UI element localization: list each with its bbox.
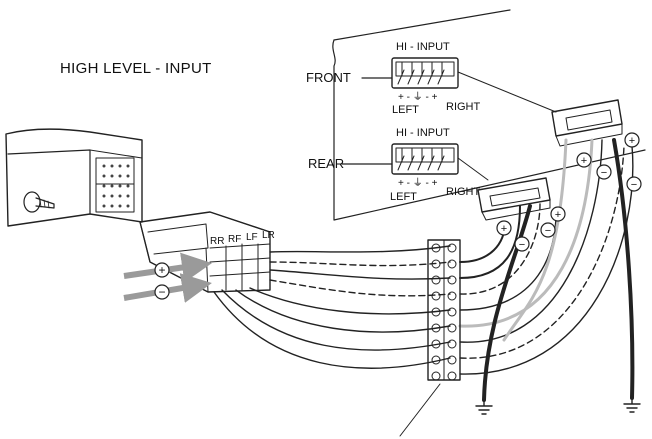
svg-text:−: − — [631, 179, 637, 191]
rear-left-label: LEFT — [390, 191, 417, 203]
svg-text:−: − — [601, 167, 607, 179]
amplifier-panel-outline — [332, 9, 646, 221]
front-hi-input-connector: HI - INPUT FRONT + - ⏚ - + LEFT RIGHT — [306, 41, 481, 116]
svg-text:−: − — [519, 239, 525, 251]
screw-icon — [23, 191, 55, 213]
ground-icon — [475, 399, 493, 415]
rear-connector-title: HI - INPUT — [396, 127, 450, 139]
plug-channel-lr: LR — [262, 230, 275, 241]
input-arrow-plus: + — [123, 252, 212, 283]
svg-text:+: + — [555, 209, 561, 221]
iso-plug — [139, 211, 271, 293]
front-leader-line — [457, 71, 557, 113]
polarity-markers: + − − + + − + − — [496, 132, 642, 252]
front-connector-title: HI - INPUT — [396, 41, 450, 53]
svg-text:−: − — [158, 285, 165, 299]
plug-channel-rr: RR — [210, 236, 224, 247]
terminal-block — [399, 239, 461, 437]
terminal-leader-line — [399, 383, 441, 437]
front-left-label: LEFT — [392, 104, 419, 116]
front-pin-polarity: + - ⏚ - + — [398, 91, 438, 103]
rear-leader-line — [457, 157, 489, 181]
svg-text:+: + — [501, 223, 507, 235]
front-label: FRONT — [306, 70, 351, 85]
front-plug — [551, 99, 623, 147]
svg-text:+: + — [581, 155, 587, 167]
ground-icon — [623, 397, 641, 413]
rear-pin-polarity: + - ⏚ - + — [398, 177, 438, 189]
plug-channel-rf: RF — [228, 234, 241, 245]
harness-wires — [213, 245, 451, 369]
rear-right-label: RIGHT — [446, 186, 481, 198]
head-unit — [5, 128, 143, 227]
input-arrow-minus: − — [123, 273, 212, 303]
diagram-heading: HIGH LEVEL - INPUT — [60, 60, 212, 77]
svg-text:+: + — [629, 135, 635, 147]
rear-plug — [477, 177, 551, 221]
svg-text:−: − — [545, 225, 551, 237]
rear-label: REAR — [308, 156, 344, 171]
plug-channel-lf: LF — [246, 232, 258, 243]
front-right-label: RIGHT — [446, 101, 481, 113]
svg-text:+: + — [158, 263, 165, 277]
rear-hi-input-connector: HI - INPUT REAR + - ⏚ - + LEFT RIGHT — [308, 127, 481, 203]
